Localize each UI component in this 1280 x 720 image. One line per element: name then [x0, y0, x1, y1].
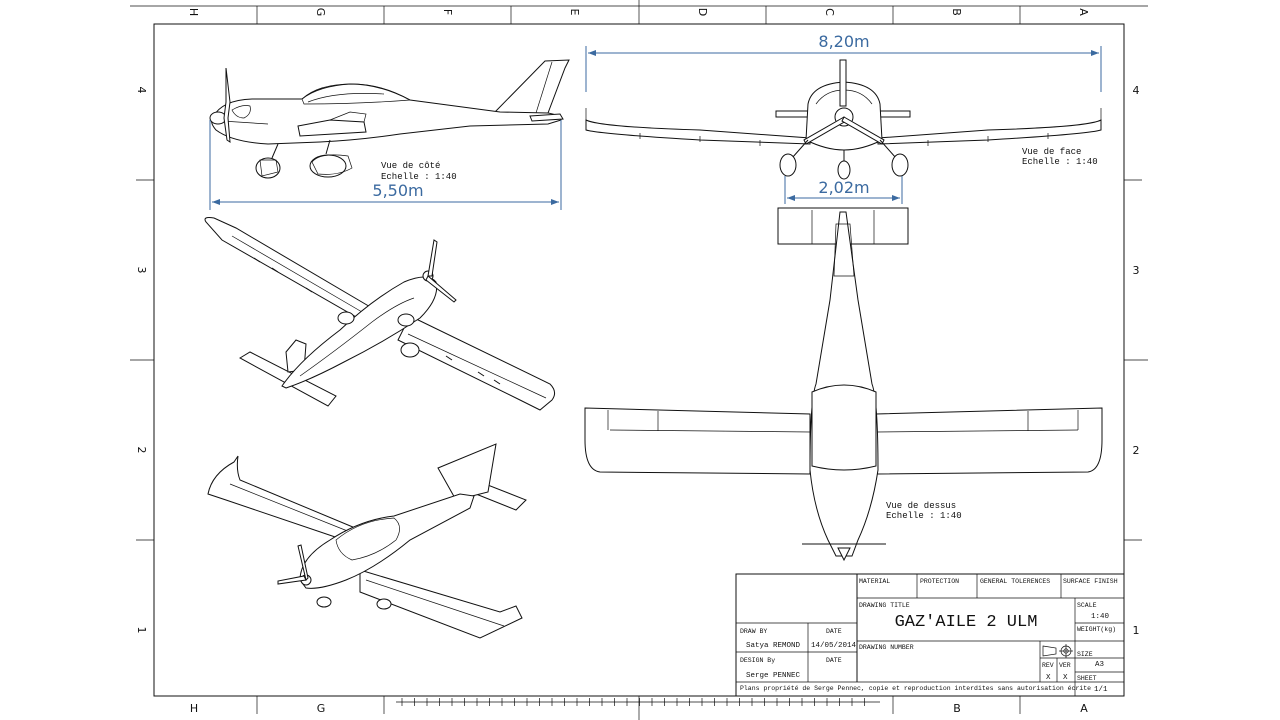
design-by-value: Serge PENNEC: [746, 672, 801, 680]
design-by-label: DESIGN By: [740, 657, 775, 664]
front-view-label: Vue de face: [1022, 147, 1081, 157]
col-label-top: A: [1077, 8, 1090, 16]
row-label-left: 4: [135, 87, 148, 94]
side-view-label: Vue de côté: [381, 161, 440, 171]
side-view-aircraft: [209, 59, 570, 179]
isometric-view-underside: [204, 217, 556, 411]
bottom-zone-ruler: [256, 696, 1021, 720]
date-value: 14/05/2014: [811, 642, 857, 650]
rev-label: REV: [1042, 662, 1054, 669]
row-label-right: 3: [1133, 264, 1140, 277]
col-label-top: B: [950, 8, 963, 16]
top-view-aircraft: [584, 207, 1103, 562]
track-dimension: 2,02m: [784, 176, 903, 204]
front-view-scale: Echelle : 1:40: [1022, 157, 1098, 167]
surface-finish-label: SURFACE FINISH: [1063, 578, 1118, 585]
size-value: A3: [1095, 661, 1105, 669]
col-label-top: C: [823, 8, 836, 16]
track-text: 2,02m: [818, 178, 869, 197]
row-label-right: 2: [1133, 444, 1140, 457]
top-zone-ruler: [130, 0, 1148, 24]
row-label-left: 2: [135, 447, 148, 454]
ownership-notice: Plans propriété de Serge Pennec, copie e…: [740, 685, 1091, 692]
protection-label: PROTECTION: [920, 578, 959, 585]
drawing-number-label: DRAWING NUMBER: [859, 644, 914, 651]
rev-value: X: [1046, 674, 1051, 682]
scale-label: SCALE: [1077, 602, 1097, 609]
tolerances-label: GENERAL TOLERENCES: [980, 578, 1050, 585]
col-label-bottom: B: [953, 702, 961, 715]
ver-value: X: [1063, 674, 1068, 682]
side-view-scale: Echelle : 1:40: [381, 172, 457, 182]
sheet-value: 1/1: [1094, 686, 1108, 694]
side-length-text: 5,50m: [372, 181, 423, 200]
row-label-left: 3: [135, 267, 148, 274]
design-date-label: DATE: [826, 657, 842, 664]
side-zone-ruler: [130, 179, 1148, 541]
drawing-title-label: DRAWING TITLE: [859, 602, 910, 609]
row-label-right: 4: [1133, 84, 1140, 97]
column-labels-top: H G F E D C B A: [187, 8, 1090, 17]
row-label-right: 1: [1133, 624, 1140, 637]
sheet-label: SHEET: [1077, 675, 1097, 682]
front-view-aircraft: [585, 59, 1102, 180]
col-label-bottom: A: [1080, 702, 1088, 715]
wingspan-dimension: 8,20m: [585, 32, 1102, 92]
wingspan-text: 8,20m: [818, 32, 869, 51]
side-length-dimension: 5,50m: [209, 120, 562, 210]
size-label: SIZE: [1077, 651, 1093, 658]
scale-value: 1:40: [1091, 613, 1110, 621]
ver-label: VER: [1059, 662, 1071, 669]
drawing-title: GAZ'AILE 2 ULM: [895, 613, 1038, 632]
draw-by-value: Satya REMOND: [746, 642, 801, 650]
col-label-top: H: [187, 8, 200, 16]
top-view-label: Vue de dessus: [886, 501, 956, 511]
top-view-scale: Echelle : 1:40: [886, 511, 962, 521]
date-label: DATE: [826, 628, 842, 635]
weight-label: WEIGHT(kg): [1077, 626, 1116, 633]
row-label-left: 1: [135, 627, 148, 634]
projection-symbol-icon: [1042, 644, 1073, 658]
draw-by-label: DRAW BY: [740, 628, 767, 635]
col-label-bottom: H: [190, 702, 198, 715]
row-labels: 4 3 2 1 4 3 2 1: [135, 84, 1140, 637]
col-label-top: G: [314, 8, 327, 17]
isometric-view-top: [207, 443, 527, 639]
col-label-bottom: G: [317, 702, 326, 715]
column-labels-bottom: H G B A: [190, 702, 1088, 715]
col-label-top: F: [441, 9, 454, 15]
col-label-top: D: [696, 8, 709, 16]
title-block: MATERIAL PROTECTION GENERAL TOLERENCES S…: [735, 573, 1125, 697]
col-label-top: E: [568, 9, 581, 16]
material-label: MATERIAL: [859, 578, 890, 585]
